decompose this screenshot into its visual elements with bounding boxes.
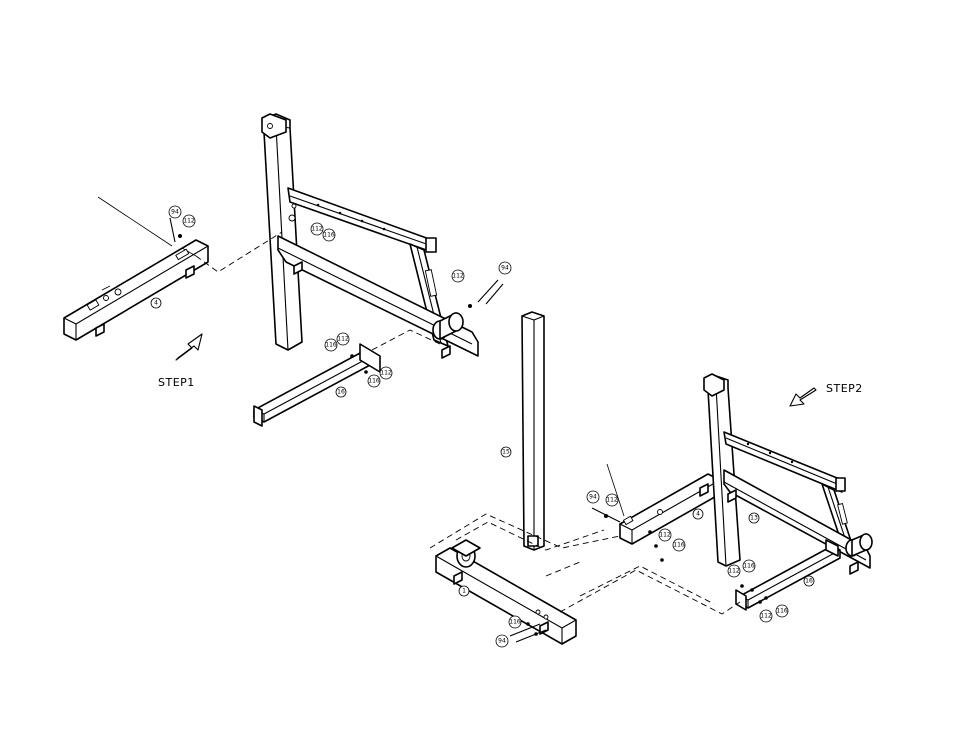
svg-text:112: 112 (337, 336, 349, 343)
step1-label: STEP1 (158, 376, 195, 389)
step2-path-e (580, 566, 714, 604)
callout-step2-rail-part: 4 (693, 509, 703, 519)
callout-step2-washer-left: 112 (606, 494, 618, 506)
svg-text:112: 112 (659, 532, 671, 539)
svg-text:112: 112 (728, 568, 740, 575)
callout-step1-washer-top: 112 (183, 215, 195, 227)
callout-step2-crossbar-part: 16 (804, 576, 814, 586)
callout-step2-washer-base-b: 116 (743, 560, 755, 572)
hollow-arrow-up-right-icon (176, 334, 202, 360)
callout-step2-washer-base-a: 112 (728, 565, 740, 577)
callout-step2-base-part: 1 (459, 586, 469, 596)
callout-step1-washer-base-b: 112 (337, 333, 349, 345)
step2-label: STEP2 (826, 382, 863, 395)
step1-path-rail (196, 232, 282, 272)
step1-arrow (176, 334, 202, 360)
callout-step2-bolt-left: 94 (587, 491, 599, 503)
svg-text:112: 112 (380, 370, 392, 377)
svg-text:4: 4 (154, 300, 158, 307)
svg-text:15: 15 (502, 449, 510, 456)
callout-step2-washer-bottom: 116 (509, 616, 521, 628)
svg-text:116: 116 (673, 542, 685, 549)
svg-text:94: 94 (589, 494, 597, 501)
svg-text:112: 112 (606, 497, 618, 504)
callout-step1-washer-upright-b: 116 (323, 229, 335, 241)
svg-text:112: 112 (452, 273, 464, 280)
svg-text:16: 16 (337, 389, 345, 396)
callout-step1-washer-upright-a: 112 (311, 223, 323, 235)
svg-text:4: 4 (696, 511, 700, 518)
callout-step2-washer-mid-b: 116 (673, 539, 685, 551)
svg-text:94: 94 (501, 265, 509, 272)
step1-rail-part-4 (64, 240, 208, 340)
callout-step2-washer-mid-a: 112 (659, 529, 671, 541)
svg-text:94: 94 (498, 638, 506, 645)
svg-text:94: 94 (171, 209, 179, 216)
step2-arrow (790, 388, 816, 406)
svg-text:116: 116 (776, 608, 788, 615)
step2-frame-part-13 (704, 374, 872, 574)
callout-step2-frame-part: 13 (749, 513, 759, 523)
svg-text:112: 112 (760, 613, 772, 620)
callout-step1-bolt-top: 94 (169, 206, 181, 218)
callout-step1-washer-base-d: 112 (380, 367, 392, 379)
svg-text:116: 116 (325, 342, 337, 349)
svg-text:112: 112 (311, 226, 323, 233)
step1-assembly: STEP1 94 112 112 116 4 112 94 116 112 1 (64, 114, 511, 426)
step1-bolt-94 (170, 218, 182, 242)
svg-text:116: 116 (509, 619, 521, 626)
step2-path-d (560, 570, 740, 614)
step2-base-part-1 (436, 540, 576, 644)
callout-step1-bolt-right: 94 (499, 262, 511, 274)
svg-text:16: 16 (805, 578, 813, 585)
step1-crossbar-part-16 (254, 344, 380, 426)
leader-line (98, 197, 172, 246)
hollow-arrow-down-left-icon (790, 388, 816, 406)
callout-step1-washer-base-a: 116 (325, 339, 337, 351)
svg-text:116: 116 (323, 232, 335, 239)
step2-post-part-15 (522, 312, 544, 550)
callout-step2-washer-base-d: 112 (760, 610, 772, 622)
callout-step2-bolt-bottom: 94 (496, 635, 508, 647)
step2-crossbar-part-16 (736, 540, 840, 610)
svg-text:1: 1 (462, 588, 466, 595)
svg-text:13: 13 (750, 515, 758, 522)
callout-step1-washer-right: 112 (452, 270, 464, 282)
svg-text:116: 116 (743, 563, 755, 570)
step1-main-frame (262, 114, 478, 358)
callout-step1-washer-base-c: 116 (368, 375, 380, 387)
leader-line-step2 (607, 464, 624, 516)
step2-bolt-94 (592, 508, 620, 522)
callout-step1-rail-part: 4 (151, 298, 161, 308)
callout-step2-post-part: 15 (501, 447, 511, 457)
callout-step1-crossbar-part: 16 (336, 387, 346, 397)
step2-path-c (546, 562, 580, 576)
svg-text:116: 116 (368, 378, 380, 385)
callout-step2-washer-base-c: 116 (776, 605, 788, 617)
step2-assembly: STEP2 15 94 112 4 13 112 116 1 112 116 (430, 312, 872, 647)
step1-bolt-right (468, 280, 503, 308)
svg-text:112: 112 (183, 218, 195, 225)
